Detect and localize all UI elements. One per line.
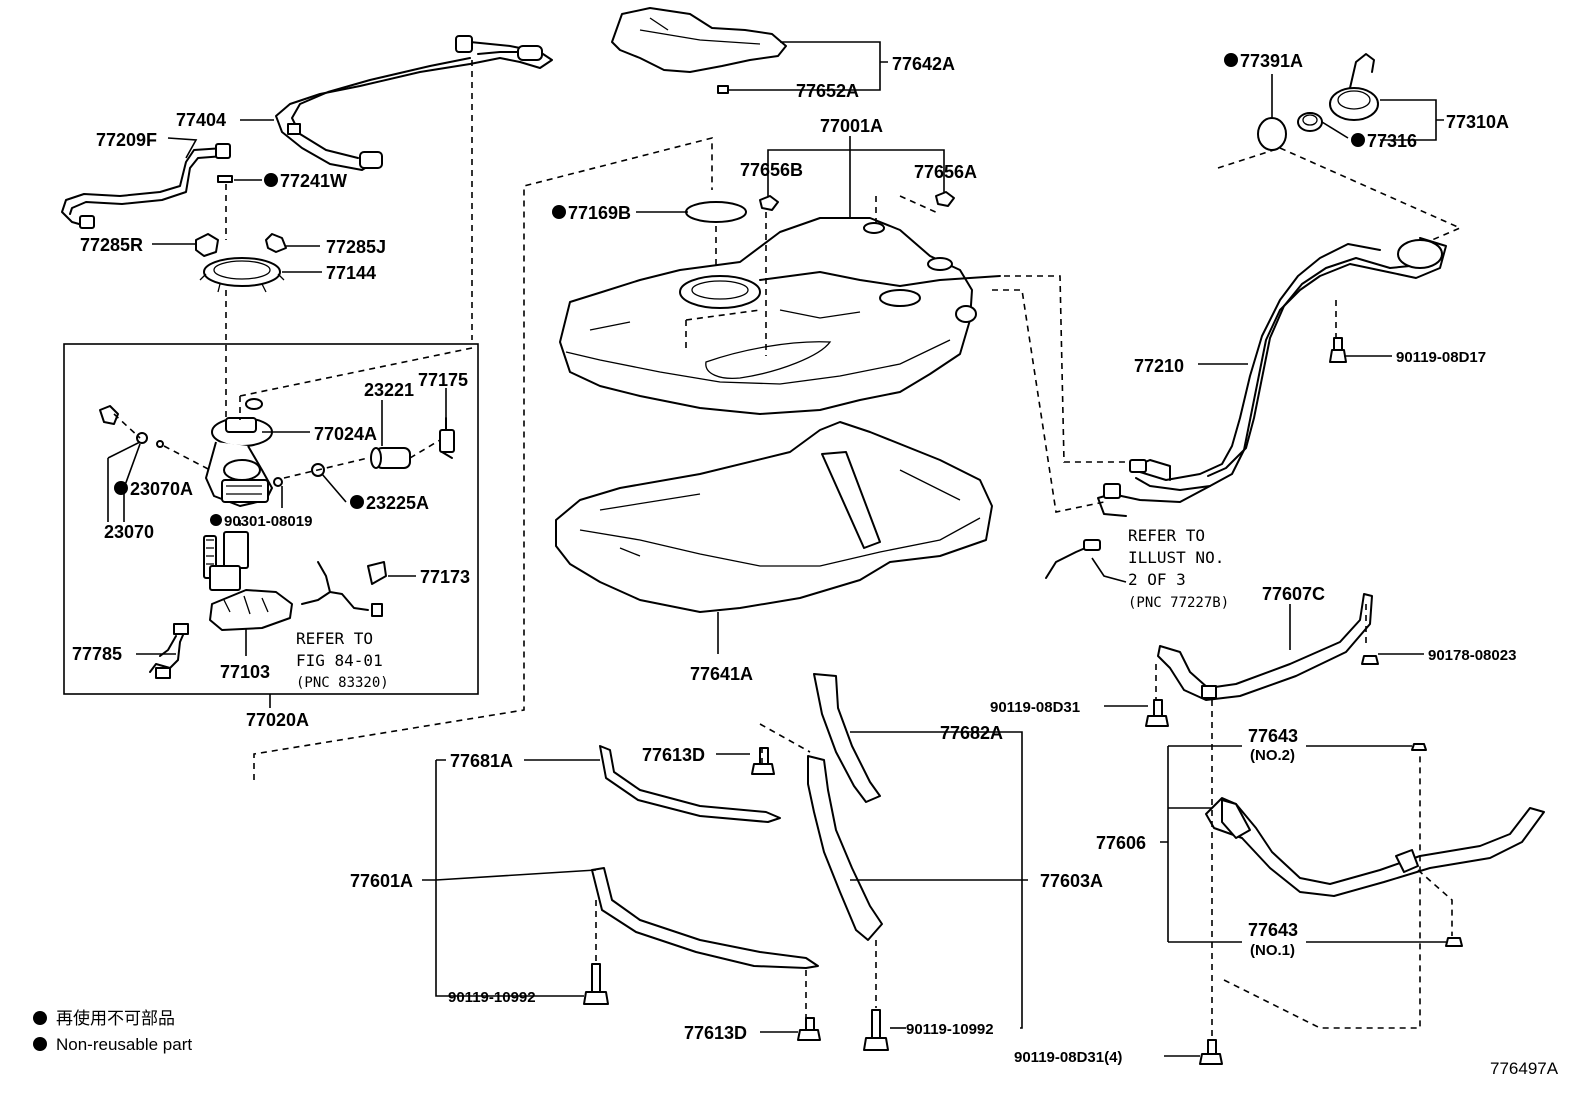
label-23225A: 23225A [366, 493, 429, 513]
illustration-number: 776497A [1490, 1059, 1559, 1078]
plug-77656B [759, 195, 779, 211]
label-77175: 77175 [418, 370, 468, 390]
band-77682A [813, 673, 881, 803]
legend-line-japanese: 再使用不可部品 [56, 1008, 175, 1028]
clip-77285R [195, 233, 219, 257]
clip-77241W [217, 175, 233, 183]
band-77607C [1157, 593, 1379, 701]
band-77603A [807, 755, 883, 941]
label-77603A: 77603A [1040, 871, 1103, 891]
label-90119-10992-left: 90119-10992 [448, 989, 536, 1006]
label-77606: 77606 [1096, 833, 1146, 853]
label-23221: 23221 [364, 380, 414, 400]
label-77241W: 77241W [280, 171, 347, 191]
label-77641A: 77641A [690, 664, 753, 684]
label-77682A: 77682A [940, 723, 1003, 743]
note-refer-fig-line3: (PNC 83320) [296, 675, 389, 691]
band-77606 [1205, 743, 1545, 947]
note-refer-fig-line1: REFER TO [296, 629, 373, 648]
label-90119-08D31-4: 90119-08D31(4) [1014, 1049, 1122, 1066]
label-77316: 77316 [1367, 131, 1417, 151]
label-90119-08D17: 90119-08D17 [1396, 349, 1486, 366]
label-77024A: 77024A [314, 424, 377, 444]
fuel-tube-77404 [275, 35, 553, 171]
label-90301-08019: 90301-08019 [224, 513, 312, 530]
label-77613D-bottom: 77613D [684, 1023, 747, 1043]
label-77391A: 77391A [1240, 51, 1303, 71]
leader-lines [107, 41, 1446, 1057]
label-77643-no2: 77643 [1248, 726, 1298, 746]
label-77613D-top: 77613D [642, 745, 705, 765]
label-77310A: 77310A [1446, 112, 1509, 132]
label-77656B: 77656B [740, 160, 803, 180]
label-77643-no1: 77643 [1248, 920, 1298, 940]
note-refer-illust-line1: REFER TO [1128, 526, 1205, 545]
band-77601A [591, 867, 819, 969]
label-77642A: 77642A [892, 54, 955, 74]
tank-protector-77641A [555, 421, 993, 613]
band-77681A [599, 745, 781, 823]
label-77285R: 77285R [80, 235, 143, 255]
gasket-77169B [685, 201, 747, 223]
fuel-tank-77001A [559, 217, 1001, 415]
label-77210: 77210 [1134, 356, 1184, 376]
label-90119-08D31: 90119-08D31 [990, 699, 1080, 716]
label-90178-08023: 90178-08023 [1428, 647, 1516, 664]
clip-77285J [265, 233, 287, 253]
heat-protector-77642A [611, 7, 787, 94]
filler-pipe-77210 [1045, 237, 1447, 579]
note-refer-fig-line2: FIG 84-01 [296, 651, 383, 670]
sublabel-no2: (NO.2) [1250, 747, 1295, 764]
label-77681A: 77681A [450, 751, 513, 771]
fastener-bolts [583, 699, 1223, 1065]
label-77173: 77173 [420, 567, 470, 587]
note-refer-illust-line3: 2 OF 3 [1128, 570, 1186, 589]
label-77285J: 77285J [326, 237, 386, 257]
label-90119-10992-right: 90119-10992 [906, 1021, 994, 1038]
note-refer-illust: REFER TO ILLUST NO. 2 OF 3 (PNC 77227B) [1128, 526, 1229, 611]
part-labels: 77642A 77652A 77404 77209F 77241W 77285R… [72, 51, 1516, 1066]
label-77601A: 77601A [350, 871, 413, 891]
legend: 再使用不可部品 Non-reusable part [33, 1008, 192, 1054]
label-23070: 23070 [104, 522, 154, 542]
dashed-assembly-lines [113, 60, 1462, 1040]
sublabel-no1: (NO.1) [1250, 942, 1295, 959]
label-77103: 77103 [220, 662, 270, 682]
label-77020A: 77020A [246, 710, 309, 730]
fuel-pump-assembly-box [63, 343, 479, 695]
label-77169B: 77169B [568, 203, 631, 223]
retainer-ring-77144 [199, 257, 285, 293]
label-77001A: 77001A [820, 116, 883, 136]
label-77607C: 77607C [1262, 584, 1325, 604]
legend-line-english: Non-reusable part [56, 1035, 192, 1054]
label-77144: 77144 [326, 263, 376, 283]
fuel-tube-77209F [61, 143, 231, 229]
label-77785: 77785 [72, 644, 122, 664]
note-refer-illust-line2: ILLUST NO. [1128, 548, 1224, 567]
plug-77656A [935, 191, 955, 207]
label-23070A: 23070A [130, 479, 193, 499]
note-refer-fig: REFER TO FIG 84-01 (PNC 83320) [296, 629, 389, 691]
label-77404: 77404 [176, 110, 226, 130]
label-77656A: 77656A [914, 162, 977, 182]
label-77652A: 77652A [796, 81, 859, 101]
note-refer-illust-line4: (PNC 77227B) [1128, 595, 1229, 611]
fuel-pump-components [99, 398, 455, 679]
label-77209F: 77209F [96, 130, 157, 150]
